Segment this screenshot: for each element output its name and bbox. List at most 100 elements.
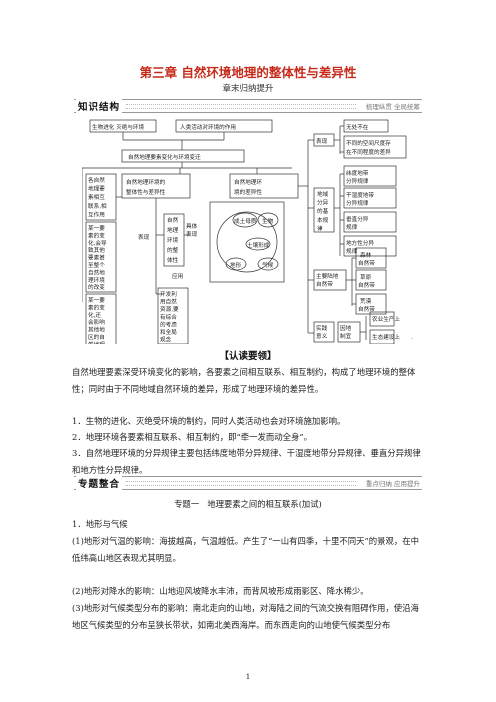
circle-center: 土壤形成: [247, 241, 270, 249]
zone-forest-2: 自然带: [358, 259, 375, 267]
body-2: (2)地形对降水的影响：山地迎风坡降水丰沛，而背风坡形成雨影区、降水稀少。: [72, 586, 369, 596]
box-application: [157, 287, 189, 344]
text-practice-2: 意义: [316, 332, 328, 340]
chapter-title: 第三章 自然环境地理的整体性与差异性: [139, 65, 357, 80]
zone-desert-2: 自然带: [358, 305, 375, 313]
rule-3a: 垂直分异: [346, 215, 369, 223]
box-practice: [313, 321, 335, 343]
box-zone-forest: [355, 247, 387, 269]
inner-box-4: 体性: [167, 256, 179, 264]
read-heading: 【认读要领】: [219, 351, 277, 362]
text-scale-diff-2: 在不同程度的差异: [346, 148, 391, 156]
band-tagline: 梳理纵贯 全局统筹: [365, 103, 420, 111]
box-rule-vertical: [343, 211, 397, 233]
left-col-2-6: 自然地: [88, 268, 105, 276]
left-col-1-0: 各自然: [88, 176, 105, 184]
text-concrete-2: 表现: [186, 230, 198, 238]
left-col-1-1: 地理要: [88, 185, 105, 193]
app-box-4: 的考虑: [160, 320, 177, 328]
page-number: 1: [245, 672, 251, 681]
band-decoration: [126, 104, 356, 109]
left-col-2-5: 至整个: [88, 261, 105, 269]
body-1: (1)地形对气温的影响：海拔越高，气温越低。产生了“一山有四季，十里不同天”的景…: [72, 536, 420, 563]
rule-1a: 纬度地带: [346, 169, 369, 177]
diagram-dot: .: [411, 334, 413, 341]
rule-2b: 分异规律: [346, 199, 369, 207]
zone-grass-1: 草原: [360, 273, 372, 281]
knowledge-structure-band: 知识结构 梳理纵贯 全局统筹: [74, 99, 422, 113]
left-col-2-0: 某一要: [88, 225, 105, 232]
text-agri: 农业生产上: [372, 315, 400, 323]
point-3: 3．自然地理环境的分异规律主要包括纬度地带分异规律、干湿度地带分异规律、垂直分异…: [72, 448, 421, 475]
box-zonal-rules: [313, 187, 335, 233]
left-col-3-3: 会影响: [88, 318, 105, 326]
text-env-change: 自然地理要素变化与环境变迁: [128, 153, 201, 161]
left-col-3-5: 区的自: [88, 333, 105, 341]
left-col-3-1: 素的变: [88, 303, 105, 311]
band-label: 知识结构: [76, 99, 123, 113]
text-integrity-2: 整体性与差异性: [126, 188, 166, 196]
left-col-3-4: 其他地: [88, 326, 105, 334]
circle-top-right: 生物: [262, 217, 274, 225]
text-no-diff: 无处不在: [346, 123, 369, 131]
rule-2a: 干湿度地带: [346, 191, 374, 199]
band-tagline-2: 重点归纳 应用提升: [365, 480, 420, 488]
circle-bottom-left: 地形: [230, 261, 242, 269]
text-right-expression: 表现: [316, 137, 328, 145]
app-box-0: 开发利: [160, 290, 177, 298]
zonal-rules-3: 本规: [317, 216, 329, 224]
text-expression: 表现: [138, 233, 150, 241]
zone-forest-1: 森林: [360, 251, 372, 259]
integration-band: 专题整合 重点归纳 应用提升: [74, 476, 422, 490]
box-zone-grass: [355, 269, 387, 291]
text-scale-diff-1: 不同的空间尺度存: [346, 139, 391, 147]
text-human: 人类活动对环境的作用: [180, 123, 236, 131]
text-practice-1: 实践: [316, 324, 328, 332]
subheading-1: 1．地形与气候: [72, 519, 128, 529]
rule-4a: 地方性分异: [346, 239, 374, 247]
circle-top-left: 成土母质: [234, 217, 257, 225]
box-rule-moisture: [343, 187, 397, 209]
left-col-3-2: 化,还: [88, 311, 101, 319]
box-env-change: [121, 149, 245, 163]
zonal-rules-2: 的基: [317, 207, 329, 215]
text-diff-1: 自然地理环: [234, 178, 262, 186]
intro-paragraph: 自然地理要素深受环境变化的影响，各要素之间相互联系、相互制约，构成了地理环境的整…: [72, 367, 416, 394]
inner-box-2: 环境: [167, 236, 179, 244]
left-col-1-4: 互作用: [88, 210, 105, 218]
box-agri: [369, 311, 395, 327]
circle-panel: [209, 201, 285, 283]
rule-3b: 规律: [346, 223, 358, 231]
left-col-2-7: 理环境: [88, 276, 105, 284]
body-3: (3)地形对气候类型分布的影响：南北走向的山地，对海陆之间的气流交换有阻碍作用，…: [72, 603, 419, 630]
box-zone-desert: [355, 293, 387, 315]
box-eco: [369, 329, 395, 344]
left-col-2-1: 素的变: [88, 231, 105, 239]
box-rule-latitude: [343, 165, 397, 187]
app-box-6: 观念: [160, 336, 172, 344]
text-adjust-2: 制宜: [340, 332, 352, 340]
text-integrity-1: 自然地理环境的: [126, 178, 166, 186]
box-left-2: [85, 221, 117, 293]
left-col-1-3: 联系,相: [88, 202, 107, 210]
zone-grass-2: 自然带: [358, 281, 375, 289]
left-col-2-4: 要素甚: [88, 254, 105, 262]
band-decoration-2: [126, 481, 356, 486]
app-box-1: 用自然: [160, 298, 177, 306]
left-col-2-3: 致其他: [88, 246, 105, 254]
left-col-3-0: 某一要: [88, 297, 105, 304]
text-concrete-1: 具体: [186, 222, 198, 230]
box-inner-integrity: [163, 213, 185, 267]
text-adjust-1: 因地: [340, 324, 352, 332]
point-2: 2．地理环境各要素相互联系、相互制约，即“牵一发而动全身”。: [72, 432, 313, 442]
circle-bottom-right: 气候: [262, 261, 274, 269]
left-col-3-6: 然地理: [88, 340, 105, 344]
app-box-5: 和全局: [160, 328, 177, 336]
topic-title: 专题一 地理要素之间的相互联系(加试): [174, 499, 322, 509]
text-eco: 生态建设上: [372, 333, 400, 341]
left-col-2-8: 的改变: [88, 283, 105, 291]
box-no-diff: [343, 119, 389, 133]
rule-1b: 分异规律: [346, 177, 369, 185]
zonal-rules-0: 地域: [317, 190, 329, 198]
zonal-rules-1: 分异: [317, 199, 329, 207]
